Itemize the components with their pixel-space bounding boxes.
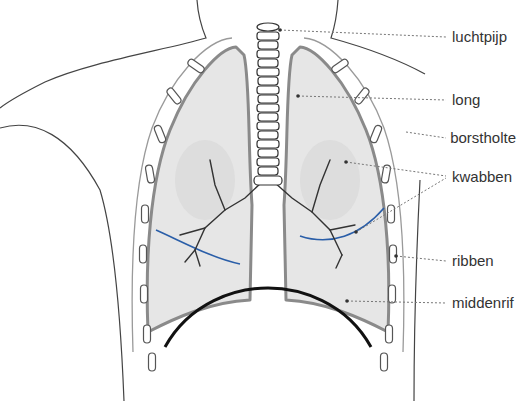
trachea-ring [258,131,278,139]
rib [142,205,149,223]
trachea-ring [258,41,278,49]
part-label: kwabben [452,168,512,186]
rib [389,285,396,303]
lung-shading [175,140,360,220]
trachea-ring [257,86,279,94]
rib [187,58,206,74]
rib [354,87,371,105]
rib [140,245,147,263]
trachea-ring [258,77,278,85]
trachea-ring [257,32,279,40]
trachea-ring [258,113,278,121]
rib [369,124,382,143]
rib [149,353,156,371]
rib [144,325,151,343]
trachea-ring [258,167,278,175]
diaphragm [165,288,371,347]
trachea-ring [258,95,278,103]
leader-lines [280,30,446,303]
trachea-ring [257,68,279,76]
leader-dots [278,28,398,303]
bronchi [180,160,355,268]
body-outline [0,0,425,401]
trachea-ring [257,50,279,58]
part-label: middenrif [452,294,514,312]
rib [388,205,395,223]
part-label: borstholte [450,129,516,147]
lobe-fissures [156,208,384,264]
rib [390,245,397,263]
trachea-ring [257,158,279,166]
ribs [140,58,397,371]
trachea-ring [258,59,278,67]
rib [331,58,350,74]
part-label: long [452,91,480,109]
rib [166,87,183,105]
trachea-ring [257,140,279,148]
rib [386,325,393,343]
trachea-ring [258,149,278,157]
trachea [254,23,282,185]
trachea-ring [254,176,282,185]
rib [381,353,388,371]
trachea-ring [257,104,279,112]
part-label: luchtpijp [452,28,507,46]
rib [145,165,155,184]
rib [153,124,166,143]
rib [141,285,148,303]
part-label: ribben [452,252,494,270]
chest-cavity [132,38,404,352]
trachea-ring [257,122,279,130]
